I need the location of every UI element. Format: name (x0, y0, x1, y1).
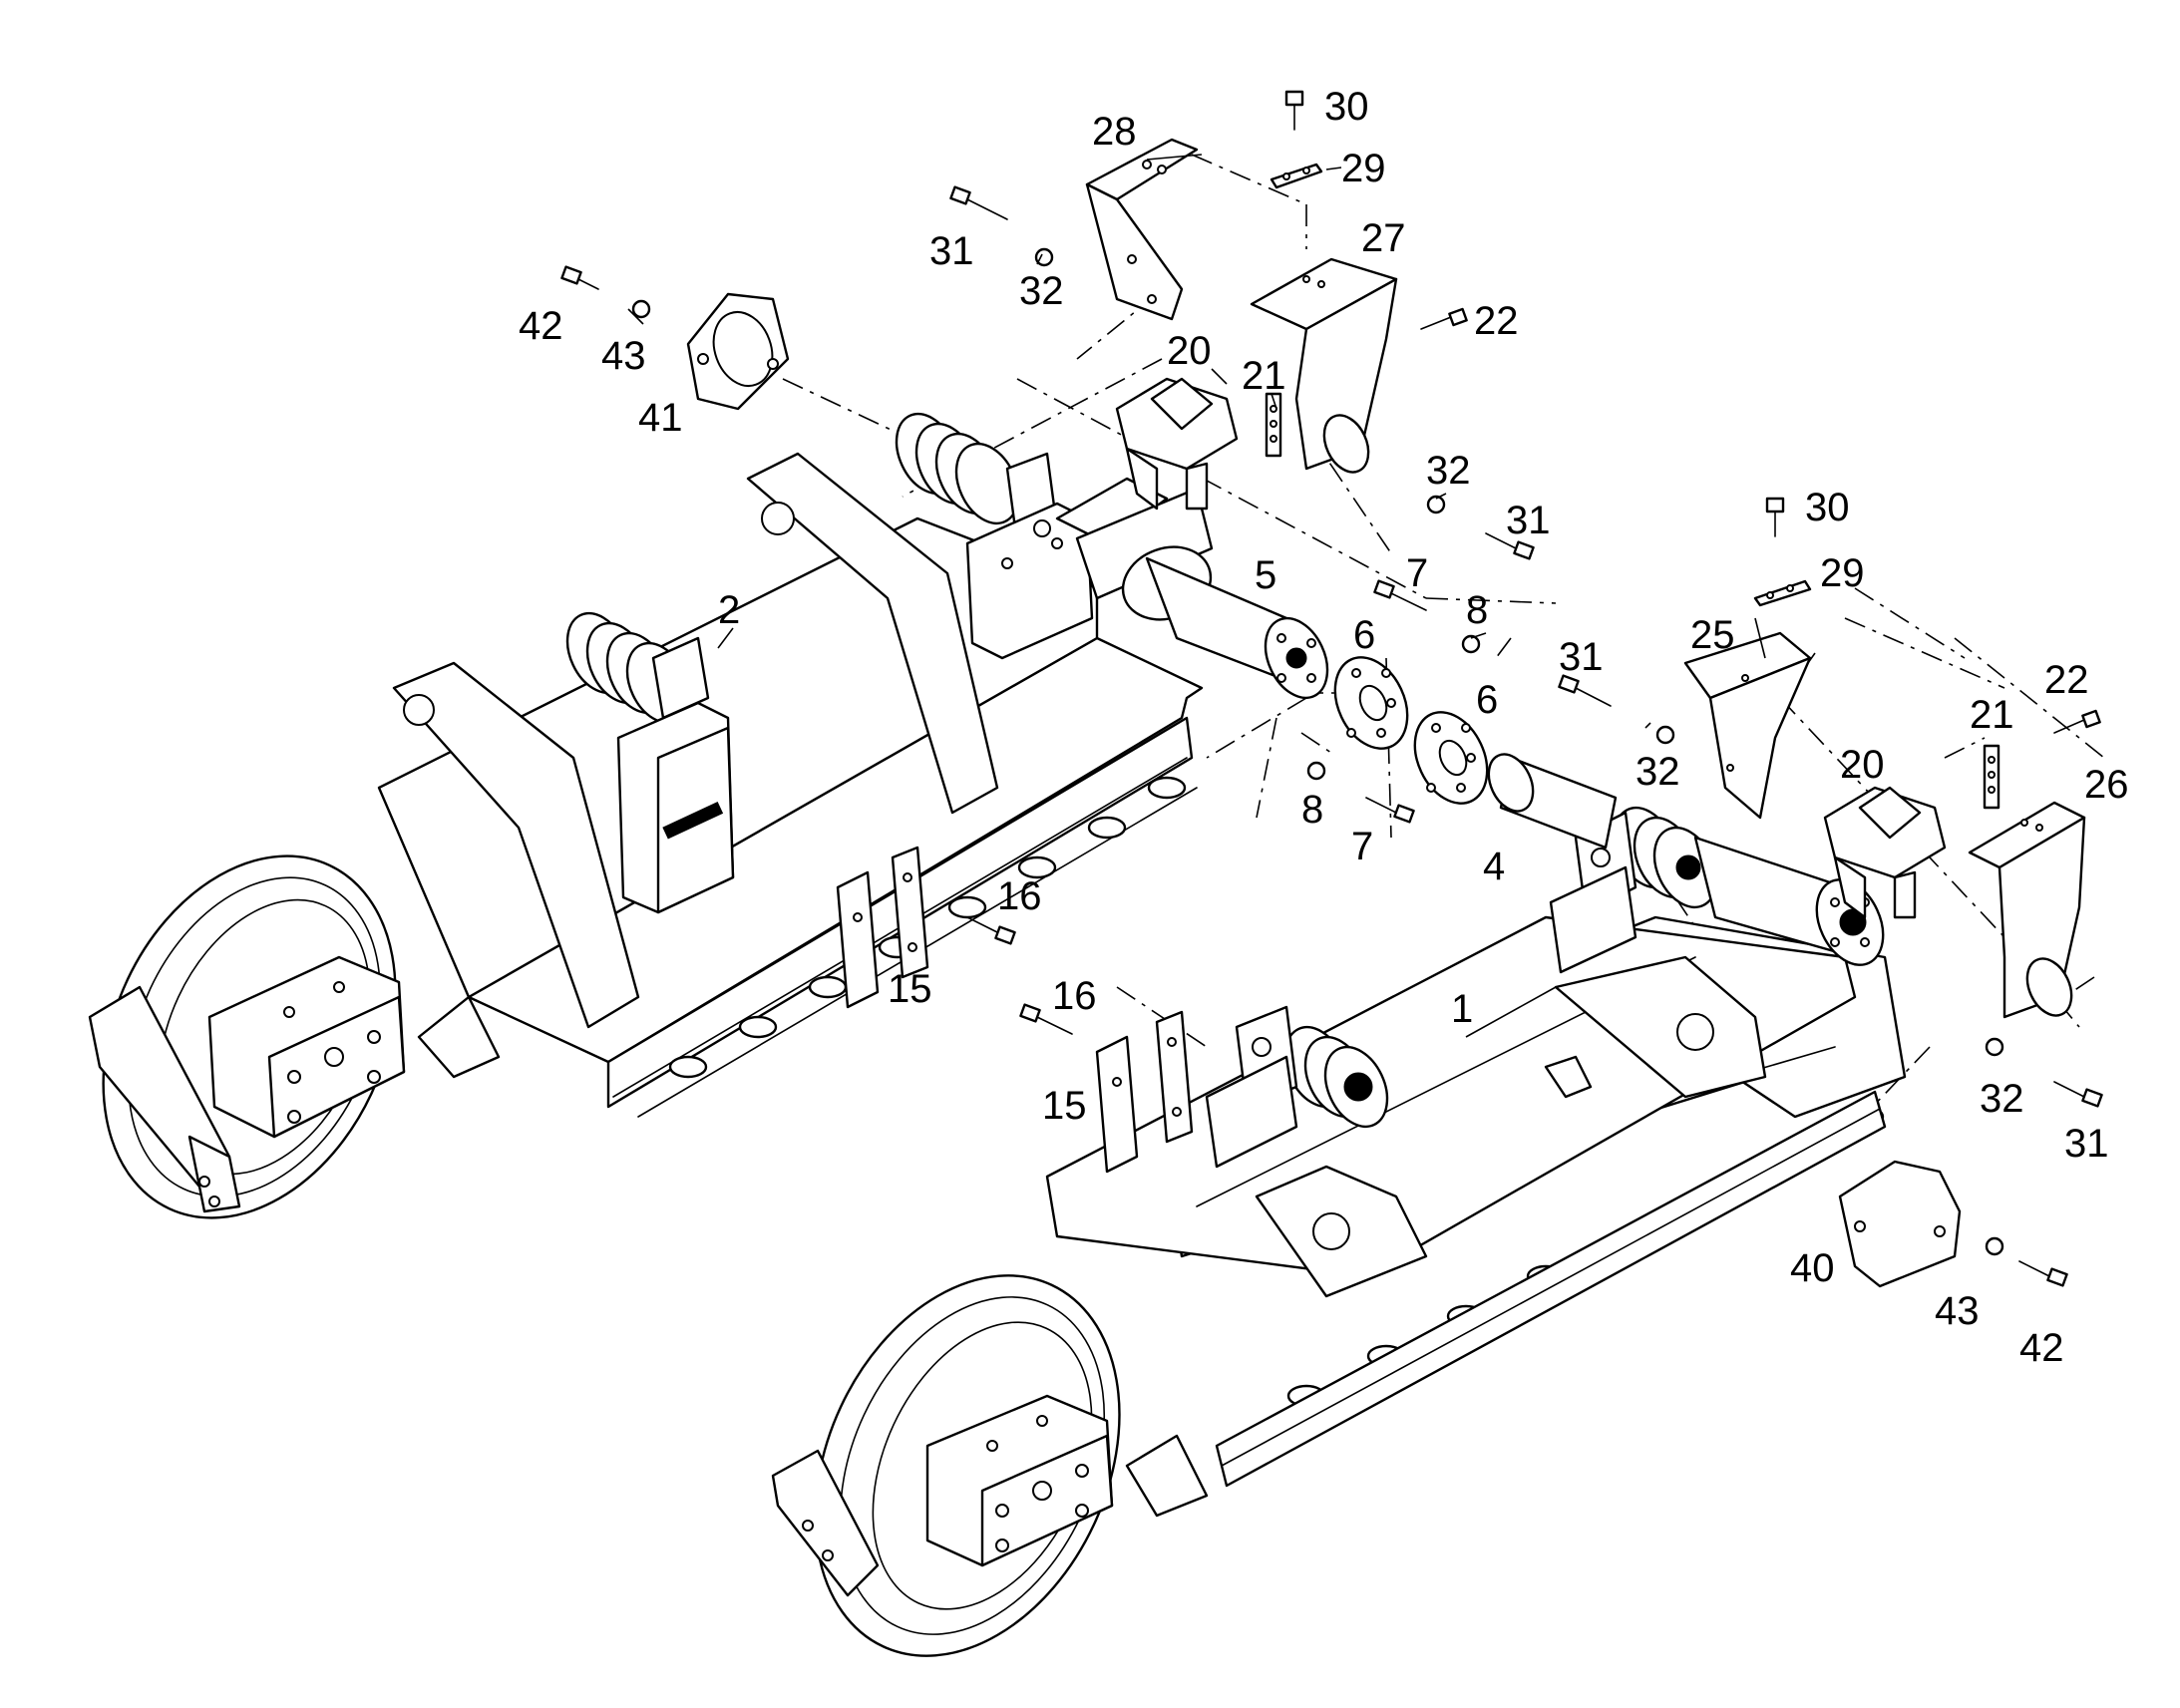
callout-21: 21 (1242, 354, 1286, 398)
callout-6: 6 (1353, 613, 1375, 657)
callout-30: 30 (1805, 486, 1850, 529)
callout-7: 7 (1406, 551, 1428, 595)
bracket-20-lower (1823, 786, 1947, 919)
callout-32: 32 (1019, 269, 1064, 313)
carrier-roller-front-left (1205, 1005, 1389, 1169)
callout-32: 32 (1426, 449, 1471, 493)
clamp-15-upper (836, 846, 929, 1009)
callout-15: 15 (888, 967, 932, 1011)
callout-6: 6 (1476, 678, 1498, 722)
callout-42: 42 (519, 304, 563, 348)
callout-4: 4 (1483, 845, 1505, 888)
callout-31: 31 (929, 229, 974, 273)
clamp-15-lower (1095, 1010, 1194, 1174)
cap-40 (1838, 1160, 1962, 1288)
callout-28: 28 (1092, 110, 1137, 154)
axle-5 (1055, 477, 1329, 700)
bracket-28 (1085, 138, 1199, 321)
callout-20: 20 (1167, 329, 1212, 373)
callout-1: 1 (1451, 987, 1473, 1031)
bolts (560, 90, 2103, 1287)
carrier-roller-rear-left (565, 611, 735, 914)
callout-22: 22 (2044, 658, 2089, 702)
bracket-21-lower (1983, 744, 2000, 810)
callout-16: 16 (997, 874, 1042, 918)
callout-27: 27 (1361, 216, 1406, 260)
carrier-roller-front-right (1549, 806, 1718, 974)
callout-31: 31 (1559, 635, 1604, 679)
callout-22: 22 (1474, 299, 1519, 343)
callout-29: 29 (1341, 147, 1386, 190)
callout-43: 43 (601, 334, 646, 378)
callout-8: 8 (1466, 588, 1488, 632)
callout-26: 26 (2084, 763, 2129, 807)
callout-20: 20 (1840, 743, 1885, 787)
axle-4 (1487, 753, 1885, 966)
leader-lines (627, 154, 1766, 1038)
track-frame-1 (771, 915, 1907, 1657)
bracket-20-upper (1115, 377, 1239, 511)
callout-32: 32 (1980, 1077, 2024, 1121)
bracket-26 (1968, 801, 2086, 1019)
callout-7: 7 (1351, 825, 1373, 868)
callout-21: 21 (1970, 693, 2014, 737)
bracket-21-upper (1265, 392, 1282, 458)
callout-16: 16 (1052, 974, 1097, 1018)
flange-6-upper (1333, 656, 1409, 750)
callout-42: 42 (2019, 1326, 2064, 1370)
callout-8: 8 (1301, 788, 1323, 832)
flange-6-lower (1413, 711, 1489, 805)
callout-labels: 30 29 28 27 31 32 42 43 41 22 20 21 32 3… (519, 85, 2129, 1370)
callout-43: 43 (1935, 1289, 1980, 1333)
callout-5: 5 (1255, 553, 1276, 597)
bracket-27 (1250, 257, 1398, 474)
callout-40: 40 (1790, 1246, 1835, 1290)
callout-31: 31 (2064, 1122, 2109, 1166)
callout-2: 2 (718, 588, 740, 632)
callout-31: 31 (1506, 499, 1551, 542)
shim-29-lower (1753, 579, 1812, 607)
callout-25: 25 (1690, 613, 1735, 657)
callout-32: 32 (1635, 750, 1680, 794)
carrier-roller-rear-right (895, 412, 1094, 660)
bracket-25 (1683, 631, 1812, 820)
callout-29: 29 (1820, 551, 1865, 595)
callout-30: 30 (1324, 85, 1369, 129)
callout-41: 41 (638, 396, 683, 440)
callout-15: 15 (1042, 1084, 1087, 1128)
shim-29-upper (1270, 163, 1323, 189)
cap-41 (686, 292, 790, 411)
